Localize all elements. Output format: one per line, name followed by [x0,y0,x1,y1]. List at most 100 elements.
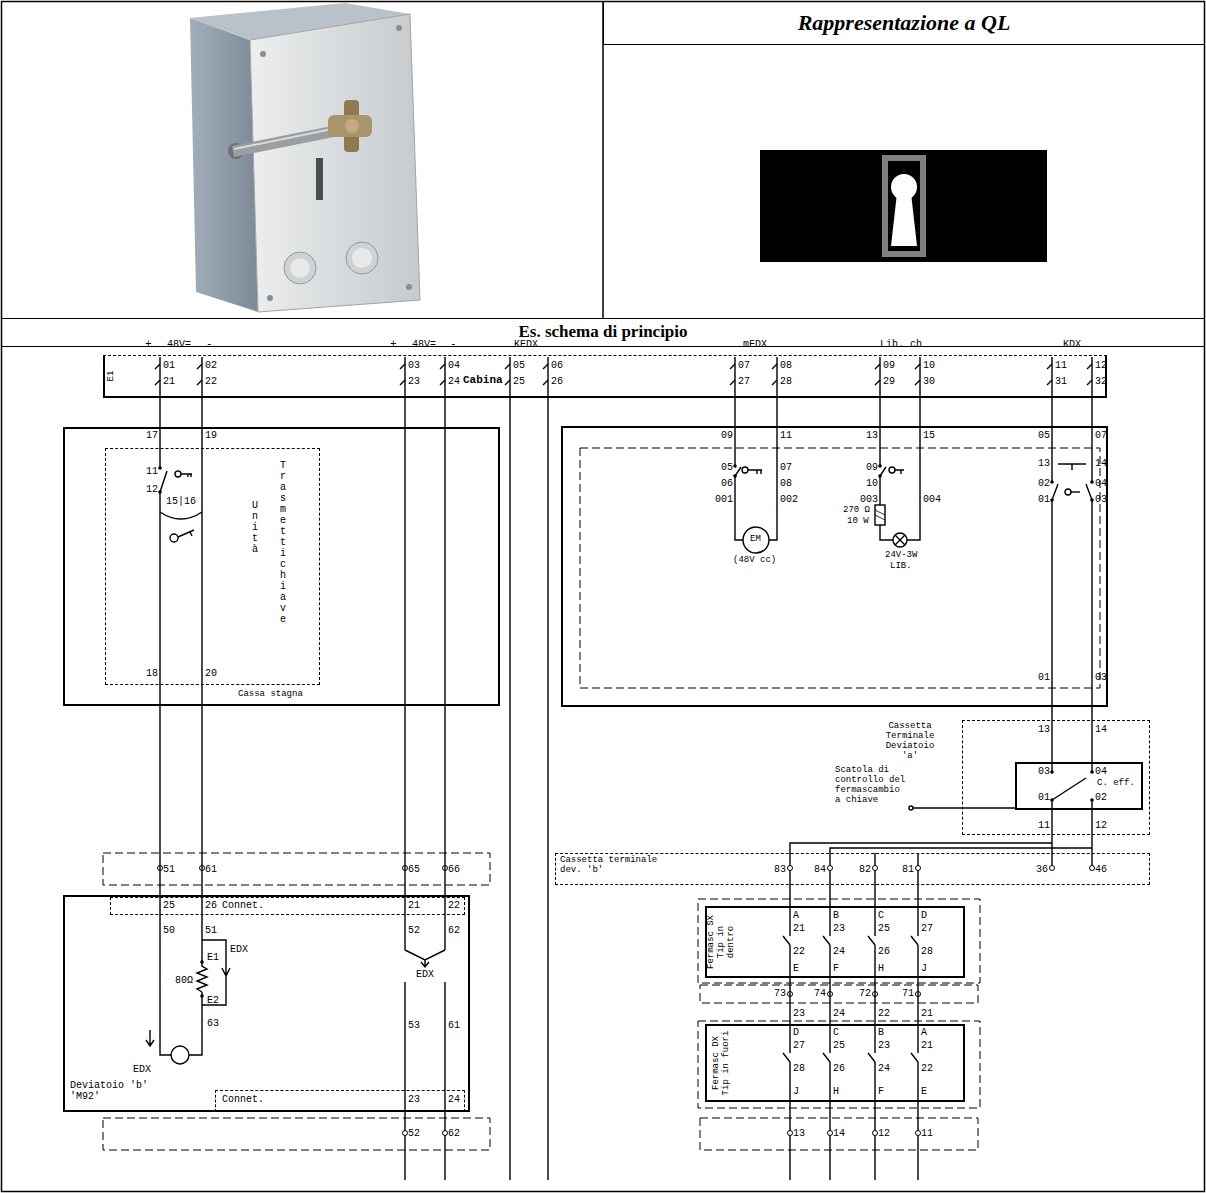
signal-label: B [833,910,839,921]
pin-number: 24 [833,1008,845,1019]
pin-number: 05 [513,360,525,371]
pin-number: 65 [408,864,420,875]
box-label: Connet. [222,1094,264,1105]
pin-number: 52 [408,1128,420,1139]
pin-number: 25 [878,923,890,934]
pin-number: 20 [205,668,217,679]
wire [159,706,160,895]
pin-number: 53 [408,1020,420,1031]
pin-number: 08 [780,360,792,371]
pin-number: 07 [780,462,792,473]
signal-label: EDX [230,944,248,955]
pin-number: 25 [513,376,525,387]
pin-number: 21 [921,1040,933,1051]
pin-number: 004 [923,494,941,505]
wire [829,978,830,1024]
pin-number: 21 [163,376,175,387]
signal-label: 24V-3W [885,551,917,561]
pin-number: 14 [1095,724,1107,735]
signal-label: J [793,1086,799,1097]
pin-number: 26 [878,946,890,957]
signal-label: D [793,1027,799,1038]
signal-label: A [921,1027,927,1038]
pin-number: 03 [1095,672,1107,683]
wire [917,978,918,1024]
box-label: Cabina [463,374,503,386]
pin-number: 22 [921,1063,933,1074]
pin-number: 24 [833,946,845,957]
device-photo [190,3,420,312]
signal-label: E2 [207,995,219,1006]
signal-label: C [833,1027,839,1038]
pin-number: 09 [883,360,895,371]
pin-number: 27 [738,376,750,387]
pin-number: 12 [1095,820,1107,831]
wire [1051,835,1052,853]
signal-label: F [878,1086,884,1097]
pin-number: 32 [1095,376,1107,387]
box-label: Cassetta terminale dev. 'b' [560,856,670,876]
pin-number: 26 [551,376,563,387]
pin-number: 02 [1038,478,1050,489]
signal-label: mFDX [743,339,767,350]
pin-number: 81 [902,864,914,875]
pin-number: 29 [883,376,895,387]
wire [874,978,875,1024]
pin-number: 26 [833,1063,845,1074]
pin-number: 01 [163,360,175,371]
pin-number: 11 [1038,820,1050,831]
box-label: Trasmettichiave [280,460,286,625]
pin-number: 10 [866,478,878,489]
pin-number: 28 [780,376,792,387]
wire [159,398,160,427]
pin-number: 17 [146,430,158,441]
signal-label: EM [750,535,761,545]
wire [829,885,830,906]
terminal-box: Cassetta Terminale Deviatoio 'a'Scatola … [962,720,1150,835]
pin-number: 46 [1095,864,1107,875]
pin-number: 06 [721,478,733,489]
box-label: Cassa stagna [238,690,303,700]
wire [789,885,790,906]
signal-label: F [833,963,839,974]
pin-number: 23 [833,923,845,934]
pin-number: 63 [207,1018,219,1029]
pin-number: 13 [866,430,878,441]
pin-number: 22 [448,900,460,911]
pin-number: 21 [921,1008,933,1019]
signal-label: 48V= [167,339,191,350]
pin-number: 71 [902,988,914,999]
signal-label: LIB. [890,562,912,572]
pin-number: 22 [878,1008,890,1019]
signal-label: (48V cc) [733,556,776,566]
pin-number: 11 [146,466,158,477]
pin-number: 07 [1095,430,1107,441]
wire [874,885,875,906]
pin-number: 04 [448,360,460,371]
pin-number: 001 [715,494,733,505]
signal-label: KDX [1063,339,1081,350]
box-label: Unità [252,500,258,555]
wire [444,398,445,895]
pin-number: 62 [448,1128,460,1139]
pin-number: 10 [923,360,935,371]
pin-number: 11 [921,1128,933,1139]
signal-label: E [921,1086,927,1097]
signal-label: 15|16 [166,496,196,507]
wire [1091,835,1092,853]
signal-label: 48V= [412,339,436,350]
pin-number: 66 [448,864,460,875]
wire [917,885,918,906]
junction-dots [158,464,1094,998]
pin-number: 03 [1095,494,1107,505]
pin-number: 08 [780,478,792,489]
pin-number: 24 [878,1063,890,1074]
pin-number: 12 [878,1128,890,1139]
box-label: Fermasc SX Tip in dentro [707,908,737,976]
signal-label: H [833,1086,839,1097]
pin-number: 13 [1038,724,1050,735]
pin-number: 02 [1095,792,1107,803]
wire [404,398,405,895]
